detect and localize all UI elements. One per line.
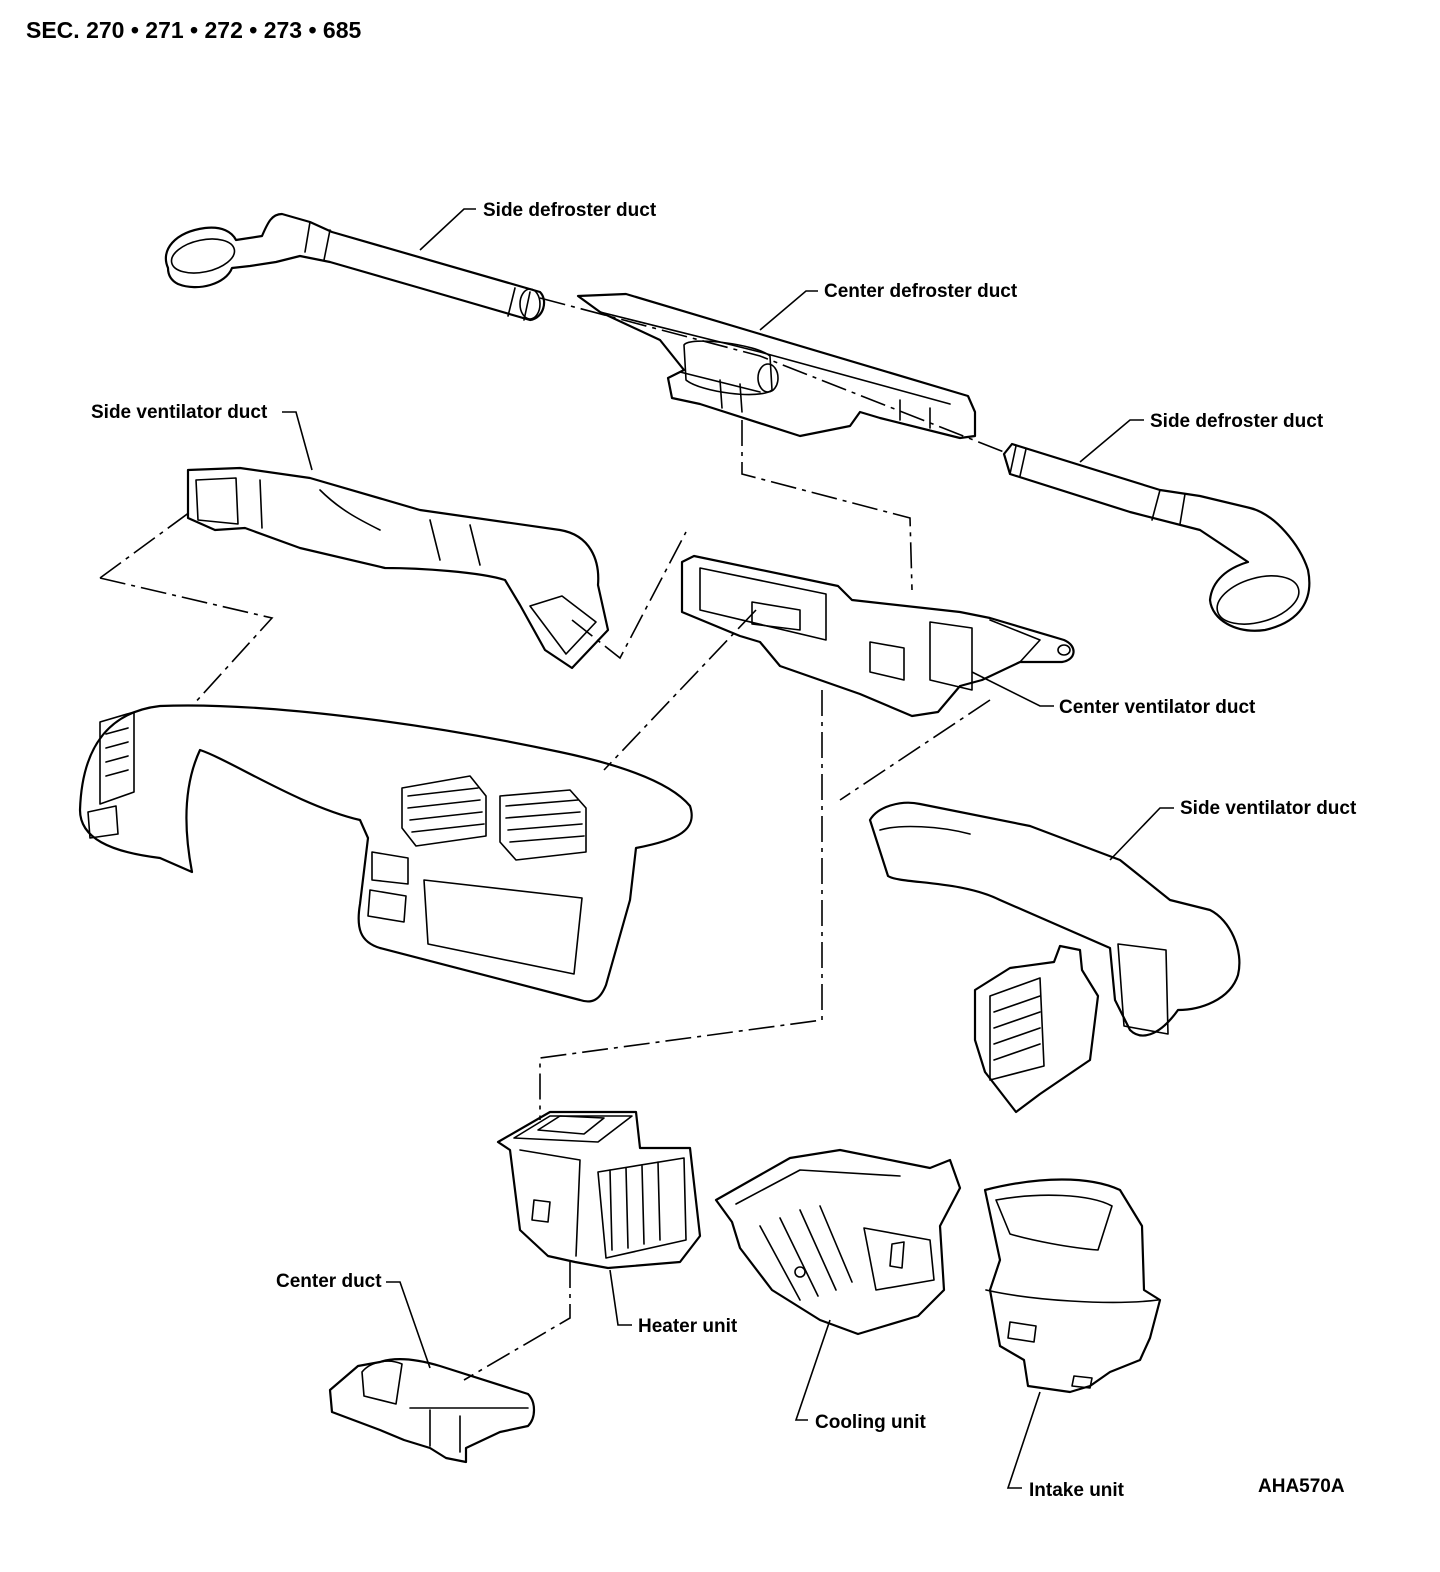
label-heater-unit: Heater unit xyxy=(638,1316,738,1337)
instrument-panel xyxy=(78,704,693,1003)
label-cooling-unit: Cooling unit xyxy=(815,1412,926,1433)
cooling-unit xyxy=(714,1148,962,1336)
heater-unit xyxy=(496,1110,702,1270)
label-side-ventilator-duct-left: Side ventilator duct xyxy=(91,402,268,423)
part-labels: Side defroster duct Center defroster duc… xyxy=(91,200,1357,1501)
center-duct xyxy=(328,1357,536,1464)
assembly-chain-lines xyxy=(99,297,1005,1381)
label-side-defroster-duct-right: Side defroster duct xyxy=(1150,411,1324,432)
label-center-duct: Center duct xyxy=(276,1271,382,1292)
label-center-ventilator-duct: Center ventilator duct xyxy=(1059,697,1256,718)
leader-lines xyxy=(282,208,1174,1489)
label-side-defroster-duct-left: Side defroster duct xyxy=(483,200,657,221)
intake-unit xyxy=(983,1178,1162,1394)
side-ventilator-duct-right xyxy=(868,801,1241,1114)
section-header: SEC. 270 • 271 • 272 • 273 • 685 xyxy=(26,17,361,43)
label-intake-unit: Intake unit xyxy=(1029,1480,1125,1501)
figure-code: AHA570A xyxy=(1258,1476,1345,1497)
center-ventilator-duct xyxy=(680,554,1075,718)
side-defroster-duct-left xyxy=(164,212,546,322)
label-side-ventilator-duct-right: Side ventilator duct xyxy=(1180,798,1357,819)
label-center-defroster-duct: Center defroster duct xyxy=(824,281,1018,302)
side-defroster-duct-right xyxy=(1002,442,1311,632)
side-ventilator-duct-left xyxy=(186,466,610,670)
